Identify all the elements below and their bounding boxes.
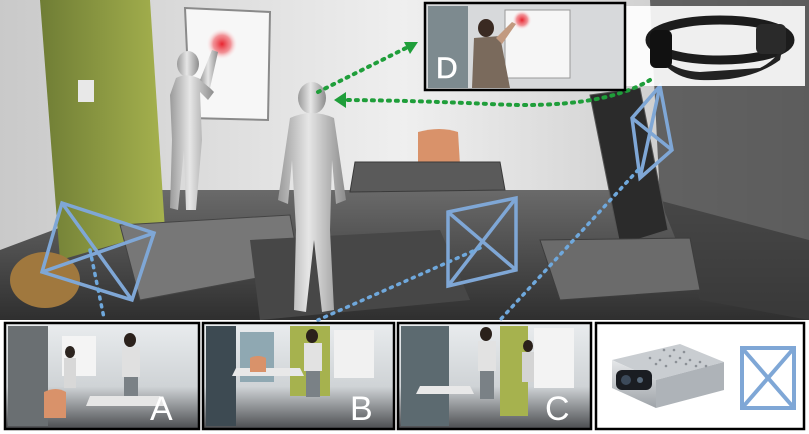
camera-frustum-icon <box>630 82 674 182</box>
green-wall-pillar <box>40 0 165 260</box>
panel-label-a: A <box>150 390 173 428</box>
panel-label-d: D <box>436 52 458 85</box>
panel-b: B <box>201 321 396 431</box>
camera-ray <box>88 168 640 322</box>
panel-a: A <box>3 321 201 431</box>
panel-c: C <box>396 321 593 431</box>
hololens-headset-icon <box>625 6 805 86</box>
back-table <box>349 161 506 193</box>
headset-ray-arrowhead <box>334 92 346 108</box>
camera-frustum-icon <box>740 346 796 410</box>
panel-d: D <box>423 1 627 92</box>
panel-label-c: C <box>545 390 570 428</box>
panel-label-b: B <box>350 390 373 428</box>
legend-panel <box>594 321 806 431</box>
headset-ray-arrowhead <box>404 42 418 54</box>
reconstruction-scene <box>0 0 809 322</box>
right-table <box>539 237 701 301</box>
wall-sign <box>78 80 94 102</box>
human-mesh-1 <box>170 50 218 210</box>
depth-camera-icon <box>612 344 724 408</box>
headset-ray <box>316 44 652 107</box>
chair <box>418 129 460 165</box>
camera-frustum-icon <box>39 200 157 303</box>
